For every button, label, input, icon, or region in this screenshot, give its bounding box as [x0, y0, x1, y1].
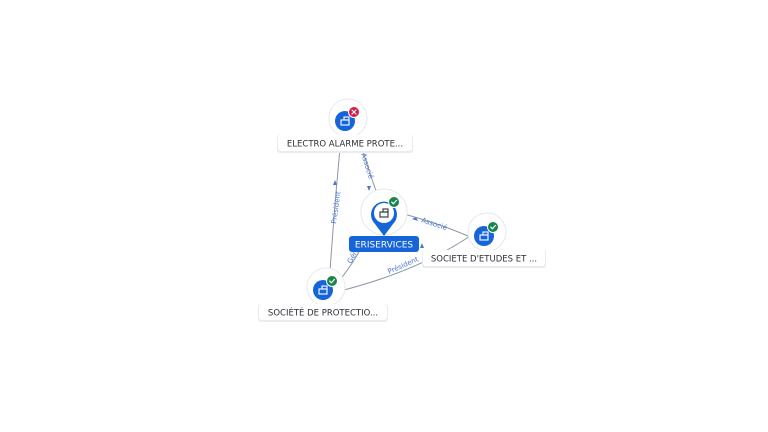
arrow-electro-center: [367, 186, 371, 191]
edge-label-etudes-center: Associé: [420, 216, 448, 232]
node-etudes[interactable]: SOCIETE D'ETUDES ET ...: [422, 212, 546, 268]
building-icon: [479, 231, 489, 241]
building-icon: [379, 208, 389, 218]
node-etudes-label: SOCIETE D'ETUDES ET ...: [431, 255, 537, 265]
building-icon: [340, 116, 350, 126]
check-icon: [388, 196, 400, 208]
edge-protection-electro: [329, 147, 341, 273]
node-center[interactable]: ERISERVICES: [349, 188, 419, 252]
check-icon: [487, 221, 499, 233]
check-icon: [326, 275, 338, 287]
node-electro[interactable]: ELECTRO ALARME PROTE...: [277, 98, 413, 153]
arrow-protection-center: [420, 243, 424, 248]
building-icon: [318, 285, 328, 295]
arrow-protection-electro: [333, 180, 337, 185]
edge-label-protection-electro: Président: [330, 191, 343, 225]
edge-etudes-center: [403, 213, 469, 237]
edge-protection-center-president: [343, 235, 471, 291]
node-protection-label: SOCIÉTÉ DE PROTECTIO...: [268, 307, 378, 319]
node-electro-label: ELECTRO ALARME PROTE...: [287, 140, 403, 150]
close-icon: [348, 106, 360, 118]
arrow-etudes-center: [412, 217, 418, 221]
edge-label-electro-center: Associé: [359, 152, 375, 180]
node-center-label: ERISERVICES: [355, 241, 414, 251]
node-protection[interactable]: SOCIÉTÉ DE PROTECTIO...: [258, 267, 388, 322]
